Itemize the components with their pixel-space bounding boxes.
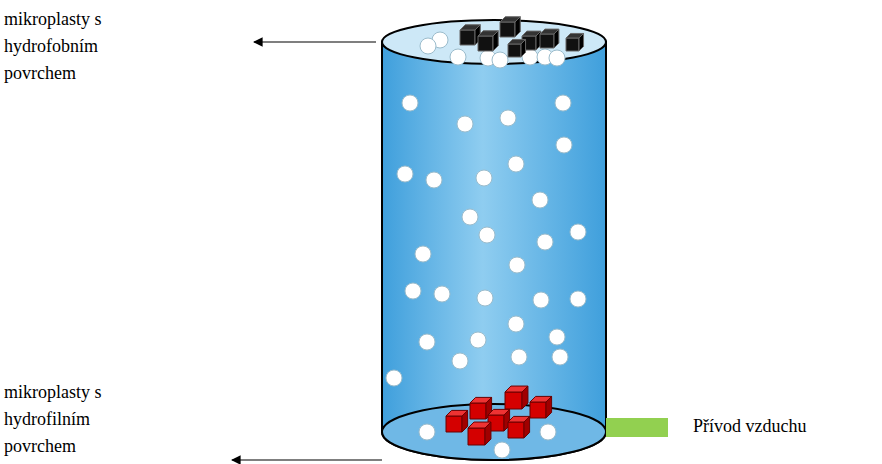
air-bubble	[556, 137, 572, 153]
air-bubble	[426, 172, 442, 188]
air-bubble	[537, 234, 553, 250]
air-bubble	[508, 156, 524, 172]
air-bubble	[549, 329, 565, 345]
air-bubble	[511, 349, 527, 365]
cubes	[446, 17, 584, 445]
column-bottom	[382, 404, 606, 460]
air-bubble	[492, 52, 508, 68]
hydrophilic-microplastic	[530, 396, 552, 418]
air-bubble	[479, 227, 495, 243]
air-bubble	[462, 209, 478, 225]
leader-line	[232, 459, 382, 460]
hydrophilic-microplastic	[508, 416, 530, 438]
leader-line	[254, 41, 376, 42]
air-bubble	[386, 370, 402, 386]
hydrophobic-microplastic	[540, 29, 559, 48]
air-bubble	[405, 283, 421, 299]
hydrophilic-microplastic	[505, 386, 528, 409]
hydrophobic-microplastic	[500, 17, 520, 37]
material-label: mikroplasty s hydrofilním povrchem	[4, 379, 154, 460]
air-bubble	[533, 292, 549, 308]
air-bubble	[500, 110, 516, 126]
air-bubble	[532, 192, 548, 208]
air-bubble	[402, 95, 418, 111]
hydrophilic-microplastic	[468, 422, 491, 445]
air-bubble	[509, 257, 525, 273]
column-body	[382, 42, 606, 460]
air-bubble	[452, 353, 468, 369]
air-bubble	[494, 442, 510, 458]
air-bubble	[555, 95, 571, 111]
air-bubble	[570, 224, 586, 240]
air-bubble	[470, 332, 486, 348]
air-bubble	[540, 424, 556, 440]
hydrophilic-microplastic	[446, 410, 468, 432]
air-bubble	[549, 50, 565, 66]
air-bubble	[434, 286, 450, 302]
air-bubble	[397, 166, 413, 182]
material-label: mikroplasty s hydrofobním povrchem	[4, 6, 154, 87]
air-bubble	[552, 349, 568, 365]
hydrophobic-microplastic	[478, 31, 498, 51]
air-inlet	[606, 418, 668, 437]
air-bubble	[420, 38, 436, 54]
bubbles	[386, 32, 586, 458]
hydrophobic-microplastic	[566, 33, 584, 51]
air-bubble	[419, 334, 435, 350]
air-bubble	[477, 290, 493, 306]
air-bubble	[450, 49, 466, 65]
air-bubble	[415, 246, 431, 262]
air-bubble	[508, 316, 524, 332]
air-bubble	[419, 424, 435, 440]
air-bubble	[457, 116, 473, 132]
inlet-label: Přívod vzduchu	[693, 413, 806, 440]
air-bubble	[476, 170, 492, 186]
hydrophobic-microplastic	[508, 39, 526, 57]
hydrophobic-microplastic	[460, 25, 480, 45]
air-bubble	[570, 291, 586, 307]
